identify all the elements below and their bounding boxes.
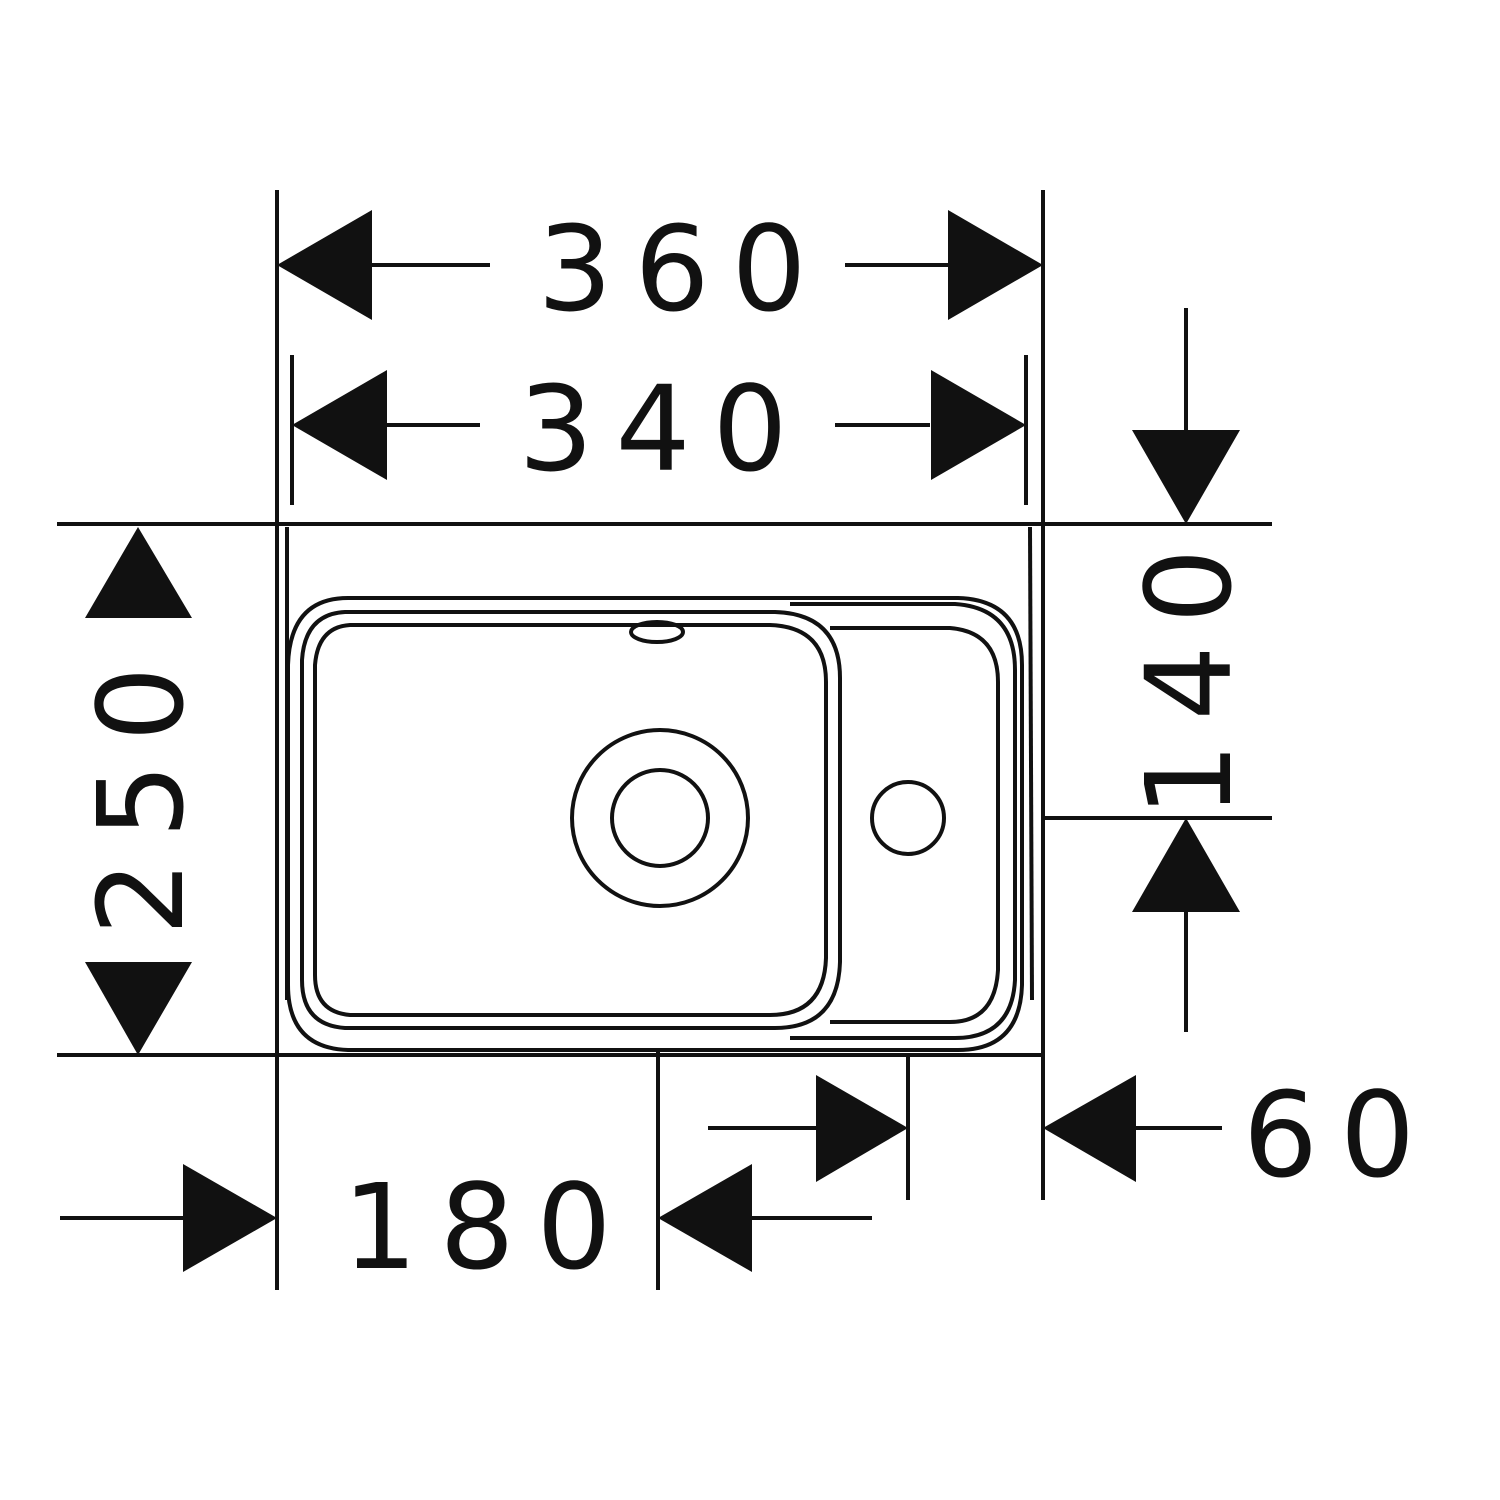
- inner-width-label: 340: [518, 360, 809, 498]
- tap-ledge-inner: [830, 626, 1000, 1024]
- dim-tap-offset: 140: [1120, 308, 1258, 1032]
- basin-right-edge: [1028, 526, 1034, 1001]
- arrowhead-down: [1132, 430, 1240, 524]
- drain-hole: [610, 768, 710, 868]
- dim-drain-offset: 180: [60, 1158, 872, 1296]
- ledge-width-label: 60: [1243, 1066, 1437, 1204]
- arrowhead-up: [85, 527, 192, 618]
- arrowhead-left: [277, 210, 372, 320]
- basin-rim: [286, 596, 1024, 1052]
- arrowhead-right: [948, 210, 1043, 320]
- drain-outer-ring: [570, 728, 750, 908]
- overall-width-label: 360: [537, 200, 828, 338]
- arrowhead-right: [183, 1164, 277, 1272]
- dim-tap-position: [708, 1075, 908, 1182]
- tap-offset-label: 140: [1120, 526, 1258, 817]
- dim-inner-width: 340: [292, 360, 1026, 498]
- arrowhead-left: [658, 1164, 752, 1272]
- main-bowl: [300, 610, 842, 1030]
- dim-overall-width: 360: [277, 200, 1043, 338]
- arrowhead-down: [85, 962, 192, 1055]
- tap-hole: [870, 780, 946, 856]
- overflow-hole: [629, 620, 685, 644]
- drain-offset-label: 180: [342, 1158, 633, 1296]
- depth-label: 250: [72, 644, 210, 935]
- basin-outline: [285, 526, 1034, 1052]
- arrowhead-right: [931, 370, 1026, 480]
- arrowhead-left: [1043, 1075, 1136, 1182]
- arrowhead-up: [1132, 818, 1240, 912]
- dim-ledge-width: 60: [1043, 1066, 1437, 1204]
- dim-depth: 250: [72, 527, 210, 1055]
- tap-ledge: [790, 602, 1017, 1040]
- main-bowl-inner: [313, 623, 828, 1017]
- arrowhead-left: [292, 370, 387, 480]
- extension-lines: [57, 190, 1272, 1290]
- arrowhead-right: [816, 1075, 908, 1182]
